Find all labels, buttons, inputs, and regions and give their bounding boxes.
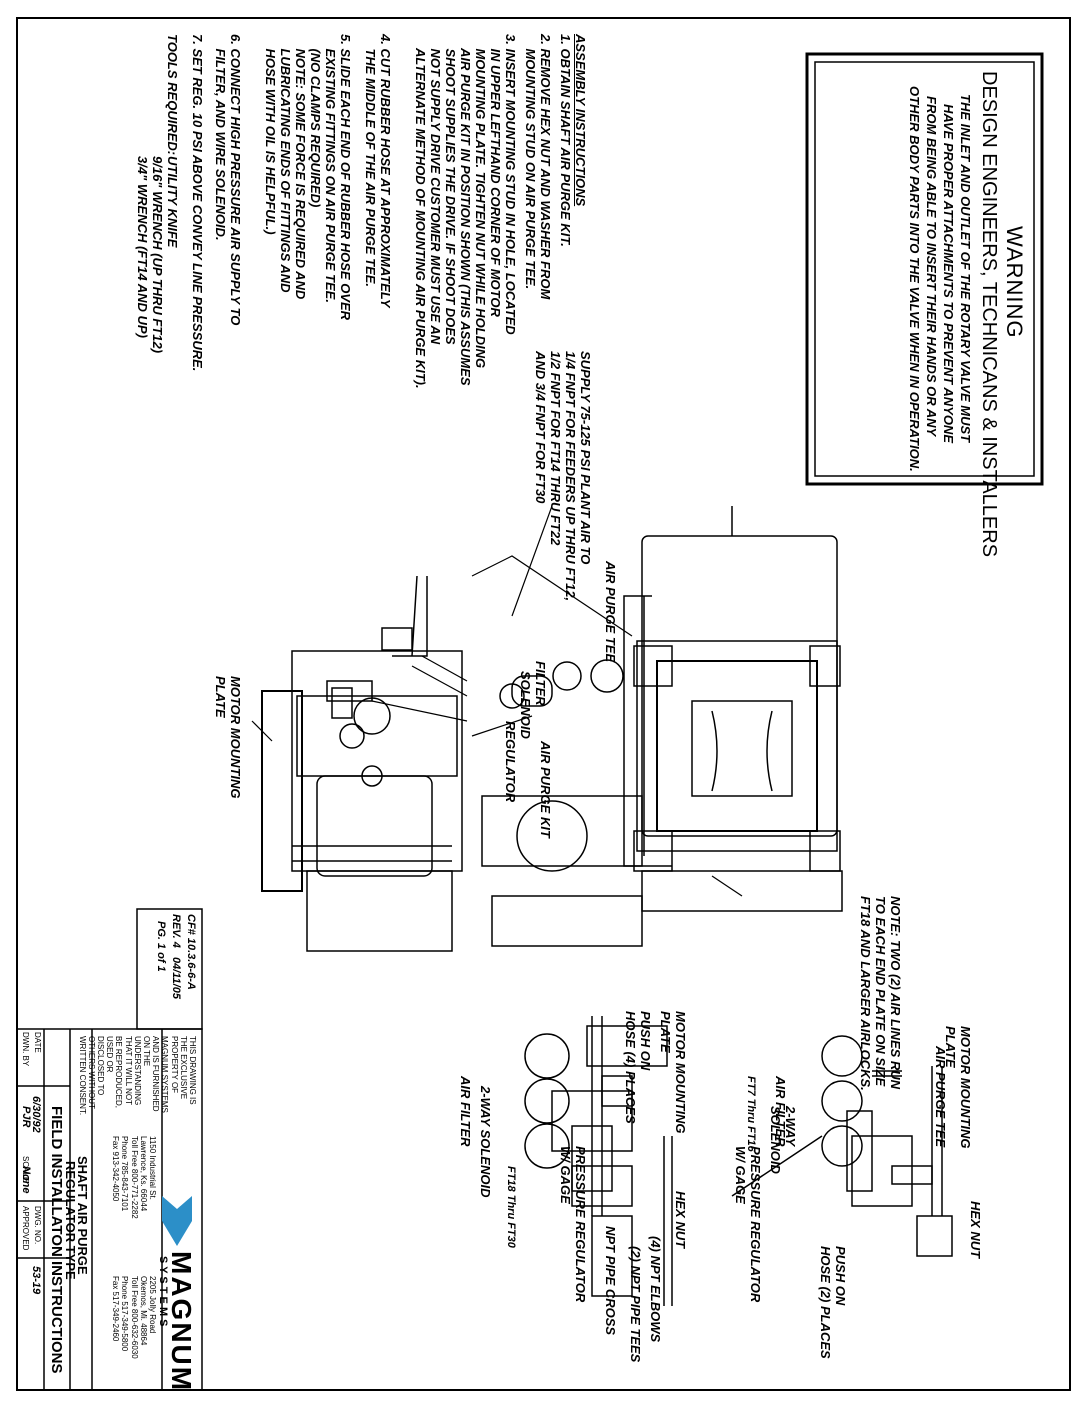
db-two-way-solenoid: 2-WAY SOLENOID xyxy=(478,1086,493,1198)
dt-hex-nut: HEX NUT xyxy=(968,1201,983,1259)
leader-filter xyxy=(421,655,468,682)
assembly-step-1: 1. OBTAIN SHAFT AIR PURGE KIT. xyxy=(558,34,573,247)
warning-line-2: HAVE PROPER ATTACHMENTS TO PREVENT ANYON… xyxy=(941,104,956,443)
assembly-step-2: 2. REMOVE HEX NUT AND WASHER FROM MOUNTI… xyxy=(523,34,553,300)
sheet-border xyxy=(16,17,1071,1391)
db-air-filter: AIR FILTER xyxy=(458,1076,473,1147)
label-regulator: REGULATOR xyxy=(503,721,518,803)
company-name: MAGNUM xyxy=(166,1251,197,1393)
gearmotor-side-view xyxy=(261,575,463,952)
db-range: FT18 Thru FT30 xyxy=(505,1166,517,1248)
scale-value: None xyxy=(20,1166,32,1194)
db-pressure-regulator: PRESSURE REGULATOR W/ GAGE xyxy=(558,1146,588,1303)
db-push-on-hose: PUSH ON HOSE (4) PLACES xyxy=(623,1011,653,1124)
tools-list: UTILITY KNIFE 9/16" WRENCH (UP THRU FT12… xyxy=(135,156,180,354)
db-hex-nut: HEX NUT xyxy=(673,1191,688,1249)
leader-supply xyxy=(511,505,553,617)
warning-subtitle: DESIGN ENGINEERS, TECHNICANS & INSTALLER… xyxy=(978,71,1000,558)
dt-push-on-hose: PUSH ON HOSE (2) PLACES xyxy=(818,1246,848,1359)
leader-motor-plate xyxy=(251,720,273,742)
assembly-step-4: 4. CUT RUBBER HOSE AT APPROXIMATELY THE … xyxy=(363,34,393,308)
dt-range: FT7 Thru FT16 xyxy=(745,1076,757,1152)
detail-ft7-ft16 xyxy=(731,1035,953,1257)
assembly-heading: ASSEMBLY INSTRUCTIONS xyxy=(573,34,588,207)
dwn-value: PJR xyxy=(20,1106,32,1128)
label-motor-mounting-plate: MOTOR MOUNTING PLATE xyxy=(213,676,243,799)
detail-ft18-ft30 xyxy=(524,1016,673,1306)
db-npt-elbows: (4) NPT ELBOWS xyxy=(648,1236,663,1343)
leader-solenoid xyxy=(411,665,468,697)
dt-air-filter: AIR FILTER xyxy=(773,1076,788,1147)
title-block-frame xyxy=(16,1028,203,1391)
leader-note xyxy=(711,875,743,897)
warning-line-4: OTHER BODY PARTS INTO THE VALVE WHEN IN … xyxy=(907,86,922,472)
supply-note: SUPPLY 75-125 PSI PLANT AIR TO 1/4 FNPT … xyxy=(533,351,593,602)
drawing-linework xyxy=(16,17,1071,1391)
label-solenoid: SOLENOID xyxy=(518,671,533,739)
tools-label: TOOLS REQUIRED: xyxy=(165,34,180,156)
leader-air-purge-tee xyxy=(471,555,633,637)
warning-line-1: THE INLET AND OUTLET OF THE ROTARY VALVE… xyxy=(958,94,973,443)
db-npt-tees: (2) NPT PIPE TEES xyxy=(628,1246,643,1363)
title-line-3: FIELD INSTALLATON INSTRUCTIONS xyxy=(48,1106,65,1374)
dwg-label: DWG. NO. xyxy=(33,1206,42,1245)
title-disclaimer: THIS DRAWING IS THE EXCLUSIVE PROPERTY O… xyxy=(77,1036,197,1116)
warning-line-3: FROM BEING ABLE TO INSERT THEIR HANDS OR… xyxy=(924,96,939,437)
assembly-step-6: 6. CONNECT HIGH PRESSURE AIR SUPPLY TO F… xyxy=(213,34,243,326)
warning-title: WARNING xyxy=(1002,226,1027,339)
revision-rev: REV. 4 04/11/05 xyxy=(170,914,182,1000)
assembly-step-5: 5. SLIDE EACH END OF RUBBER HOSE OVER EX… xyxy=(263,34,353,321)
dt-air-purge-tee: AIR PURGE TEE xyxy=(933,1046,948,1148)
approved-label: APPROVED xyxy=(21,1206,30,1251)
dt-pressure-regulator: PRESSURE REGULATOR W/ GAGE xyxy=(733,1146,763,1303)
label-filter: FILTER xyxy=(533,661,548,706)
date-label: DATE xyxy=(33,1032,42,1053)
address-left: 1150 Industrial St. Lawrence, Ks. 66044 … xyxy=(111,1136,157,1219)
label-air-purge-tee: AIR PURGE TEE xyxy=(603,561,618,663)
company-sub: S Y S T E M S xyxy=(157,1256,169,1327)
assembly-step-3: 3. INSERT MOUNTING STUD IN HOLE, LOCATED… xyxy=(413,34,518,389)
leader-air-purge-kit xyxy=(471,715,533,737)
db-motor-plate: MOTOR MOUNTING PLATE xyxy=(658,1011,688,1134)
label-air-purge-kit: AIR PURGE KIT xyxy=(538,741,553,838)
db-npt-cross: NPT PIPE CROSS xyxy=(603,1226,618,1336)
warning-box xyxy=(805,52,1044,486)
revision-page: PG. 1 of 1 xyxy=(155,921,167,972)
dwg-value: 53-19 xyxy=(30,1266,42,1295)
address-right: 2205 Jolly Road Okemos, Mi. 48864 Toll F… xyxy=(111,1276,157,1359)
leader-regulator xyxy=(371,700,468,722)
rotated-drawing: WARNING DESIGN ENGINEERS, TECHNICANS & I… xyxy=(15,16,1072,1392)
airlock-top-view xyxy=(481,506,843,947)
magnum-logo-icon xyxy=(162,1196,192,1246)
revision-cf: CF# 10.3.6-6-A xyxy=(185,914,197,990)
dwn-label: DWN. BY xyxy=(21,1032,30,1067)
label-note-two-lines: NOTE: TWO (2) AIR LINES RUN TO EACH END … xyxy=(858,896,903,1091)
assembly-step-7: 7. SET REG. 10 PSI ABOVE CONVEY LINE PRE… xyxy=(190,34,205,372)
